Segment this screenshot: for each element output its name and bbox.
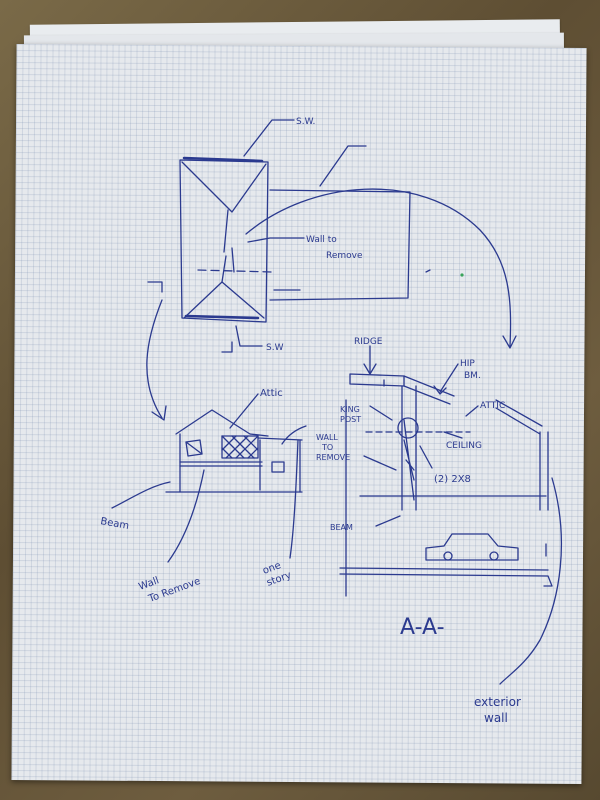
label-2x8: (2) 2X8 — [434, 474, 471, 485]
label-wall-to-remove-right: TO — [321, 443, 333, 452]
label-exterior-wall: wall — [484, 711, 508, 725]
label-king-post: POST — [340, 415, 361, 424]
label-ridge: RIDGE — [354, 337, 383, 347]
left-elevation: Attic Beam Wall To Remove one story — [99, 388, 307, 605]
label-beam-left: Beam — [99, 516, 129, 532]
label-attic-right: ATTIC — [480, 401, 505, 411]
plan-view: S.W. Wall to Remove S.W — [146, 117, 517, 421]
label-king-post: KING — [340, 405, 360, 414]
label-ceiling: CEILING — [446, 441, 482, 451]
label-section-a-a: A-A- — [400, 615, 445, 640]
label-wall-to-remove-right: WALL — [316, 433, 338, 442]
label-sw-top: S.W. — [296, 117, 315, 127]
label-attic-left: Attic — [260, 388, 283, 399]
label-sw-bottom: S.W — [266, 343, 284, 353]
label-wall-to-remove-right: REMOVE — [316, 453, 350, 462]
label-hip-bm: HIP — [460, 359, 475, 369]
label-wall-to-remove-plan: Wall to — [306, 235, 337, 245]
label-beam-right: BEAM — [330, 523, 353, 532]
label-wall-to-remove-plan: Remove — [326, 251, 363, 261]
label-exterior-wall: exterior — [474, 695, 521, 709]
section-a-a: RIDGE HIP BM. ATTIC KING POST CEILING WA… — [316, 337, 563, 725]
label-hip-bm: BM. — [464, 371, 481, 381]
